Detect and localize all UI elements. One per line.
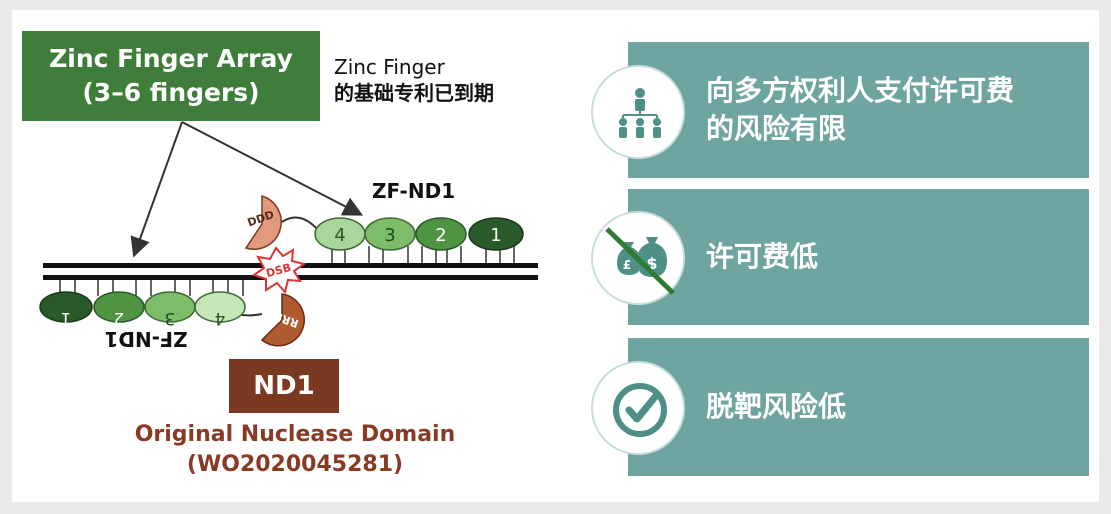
nd1-label: ND1: [253, 371, 315, 401]
svg-text:1: 1: [490, 225, 501, 246]
zf-nd1-top-label: ZF-ND1: [372, 179, 455, 203]
people-hierarchy-icon: [591, 65, 685, 159]
nd1-label-box: ND1: [229, 359, 339, 413]
svg-text:£: £: [623, 258, 631, 272]
benefit-3-line1: 脱靶风险低: [706, 390, 847, 423]
bottom-finger-1: 1: [39, 291, 93, 328]
benefit-1-line2: 的风险有限: [706, 112, 847, 145]
benefit-panel-1: 向多方权利人支付许可费 的风险有限: [628, 42, 1089, 178]
zinc-array-title: Zinc Finger Array: [49, 44, 293, 73]
rrr-domain: RRR: [260, 293, 306, 347]
domain-caption-line1: Original Nuclease Domain: [134, 422, 456, 447]
benefit-1-text: 向多方权利人支付许可费 的风险有限: [706, 42, 1077, 178]
patent-note-line1: Zinc Finger: [334, 55, 445, 79]
svg-text:3: 3: [384, 225, 395, 246]
check-circle-icon: [591, 361, 685, 455]
arrow-to-bottom-array: [130, 121, 183, 258]
dsb-starburst: DSB: [251, 246, 307, 295]
money-bags-crossed-icon: £ $: [591, 211, 685, 305]
top-finger-2: 2: [415, 217, 467, 251]
domain-caption-line2: (WO2020045281): [186, 452, 404, 477]
svg-text:4: 4: [334, 225, 345, 246]
zinc-finger-array-box: Zinc Finger Array (3–6 fingers): [22, 31, 320, 121]
top-finger-4: 4: [314, 217, 366, 251]
svg-text:$: $: [646, 254, 657, 273]
svg-text:4: 4: [215, 308, 226, 328]
svg-text:DSB: DSB: [265, 261, 293, 280]
svg-text:2: 2: [435, 225, 446, 246]
top-finger-1: 1: [468, 217, 524, 251]
benefit-panel-3: 脱靶风险低: [628, 338, 1089, 476]
svg-text:1: 1: [61, 308, 72, 328]
patent-note: Zinc Finger 的基础专利已到期: [334, 54, 494, 106]
benefit-1-line1: 向多方权利人支付许可费: [706, 74, 1015, 107]
benefit-2-line1: 许可费低: [706, 240, 819, 273]
bottom-finger-3: 3: [144, 291, 196, 328]
original-nuclease-caption: Original Nuclease Domain (WO2020045281): [100, 420, 490, 480]
top-finger-3: 3: [364, 217, 416, 251]
bottom-finger-2: 2: [93, 291, 145, 328]
zinc-array-subtitle: (3–6 fingers): [82, 78, 260, 107]
benefit-3-text: 脱靶风险低: [706, 338, 1077, 476]
zf-nd1-bottom-label: ZF-ND1: [104, 327, 187, 351]
svg-text:3: 3: [165, 308, 176, 328]
benefit-2-text: 许可费低: [706, 189, 1077, 325]
ddd-domain: DDD: [244, 194, 282, 250]
bottom-finger-4: 4: [194, 291, 246, 328]
arrow-to-top-array: [181, 121, 364, 216]
patent-note-line2: 的基础专利已到期: [334, 81, 494, 105]
benefit-panel-2: 许可费低: [628, 189, 1089, 325]
svg-text:2: 2: [114, 308, 125, 328]
